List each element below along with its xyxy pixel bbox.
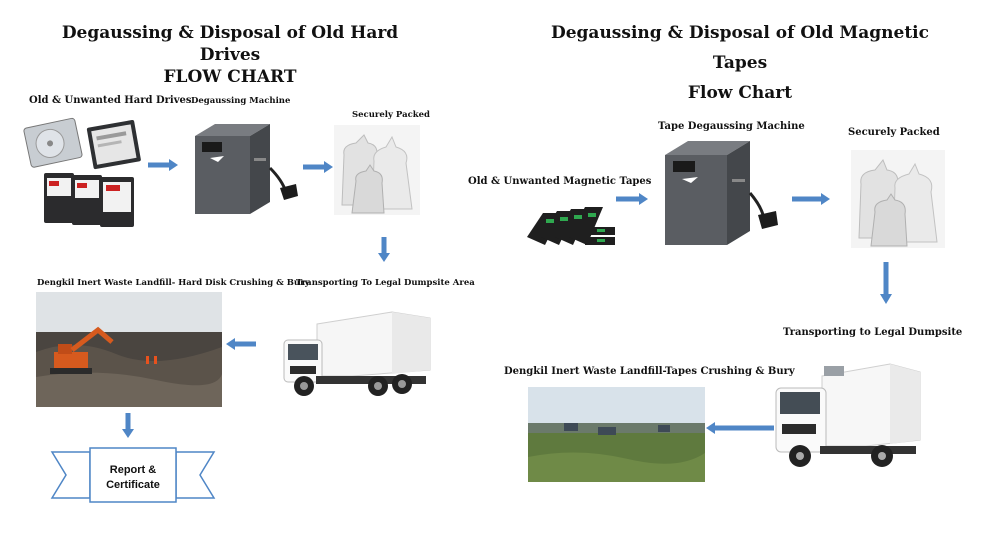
right-title-line2: Flow Chart	[687, 83, 793, 103]
left-title-line2: FLOW CHART	[163, 67, 297, 87]
arrow-icon	[148, 159, 178, 171]
banner-icon	[50, 446, 216, 504]
banner-line2: Certificate	[106, 479, 160, 491]
sack-icon	[334, 125, 420, 215]
label-transport-right: Transporting to Legal Dumpsite	[783, 327, 963, 338]
label-securely-packed-left: Securely Packed	[352, 110, 431, 120]
hard-drive-icon	[22, 115, 142, 230]
arrow-icon	[122, 413, 134, 438]
arrow-icon	[792, 193, 830, 205]
label-securely-packed-right: Securely Packed	[848, 127, 940, 138]
arrow-icon	[303, 161, 333, 173]
banner-line1: Report &	[109, 464, 157, 476]
label-tape-degaussing-machine: Tape Degaussing Machine	[658, 121, 805, 132]
tape-cartridge-icon	[527, 205, 617, 250]
truck-icon	[770, 362, 922, 470]
truck-icon	[282, 310, 432, 400]
sack-icon	[851, 150, 945, 248]
right-title: Degaussing & Disposal of Old Magnetic Ta…	[540, 18, 940, 108]
banner-text: Report & Certificate	[90, 463, 176, 493]
left-title-line1: Degaussing & Disposal of Old Hard Drives	[61, 23, 399, 65]
label-transport-left: Transporting To Legal Dumpsite Area	[296, 278, 475, 288]
arrow-icon	[378, 237, 390, 262]
label-landfill-left: Dengkil Inert Waste Landfill- Hard Disk …	[37, 278, 310, 288]
arrow-icon	[880, 262, 892, 304]
arrow-icon	[706, 422, 774, 434]
label-degaussing-machine: Degaussing Machine	[191, 96, 291, 106]
right-title-line1: Degaussing & Disposal of Old Magnetic Ta…	[550, 23, 929, 73]
degausser-icon	[660, 135, 780, 250]
left-title: Degaussing & Disposal of Old Hard Drives…	[40, 22, 420, 88]
label-landfill-right: Dengkil Inert Waste Landfill-Tapes Crush…	[504, 366, 795, 377]
arrow-icon	[616, 193, 648, 205]
label-old-hard-drives: Old & Unwanted Hard Drives	[29, 95, 192, 106]
landfill-photo	[528, 387, 705, 482]
landfill-photo	[36, 292, 222, 407]
label-old-magnetic-tapes: Old & Unwanted Magnetic Tapes	[468, 176, 652, 187]
arrow-icon	[226, 338, 256, 350]
degausser-icon	[190, 118, 300, 218]
